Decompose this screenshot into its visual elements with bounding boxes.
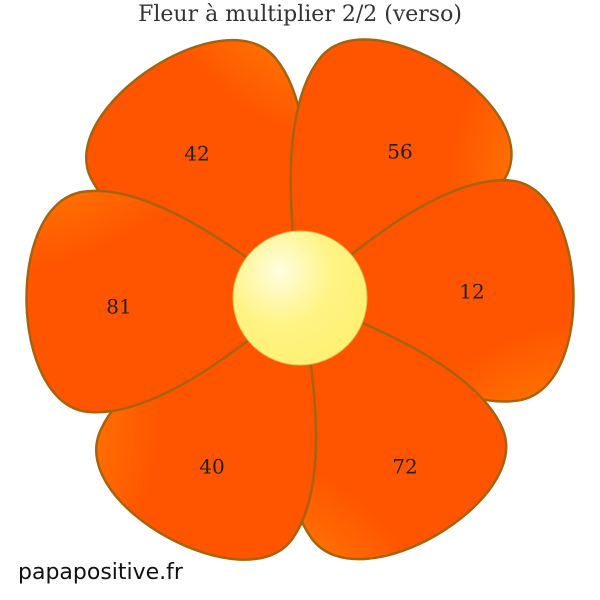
petal-number: 40 (199, 455, 224, 479)
petal-number: 56 (387, 140, 412, 164)
petal (25, 189, 302, 414)
petal-number: 72 (392, 455, 417, 479)
petal-number: 81 (106, 295, 131, 319)
page-title: Fleur à multiplier 2/2 (verso) (138, 2, 462, 27)
flower-center (232, 230, 368, 366)
site-credit: papapositive.fr (18, 560, 183, 585)
petal-number: 42 (184, 142, 209, 166)
petal-number: 12 (459, 280, 484, 304)
